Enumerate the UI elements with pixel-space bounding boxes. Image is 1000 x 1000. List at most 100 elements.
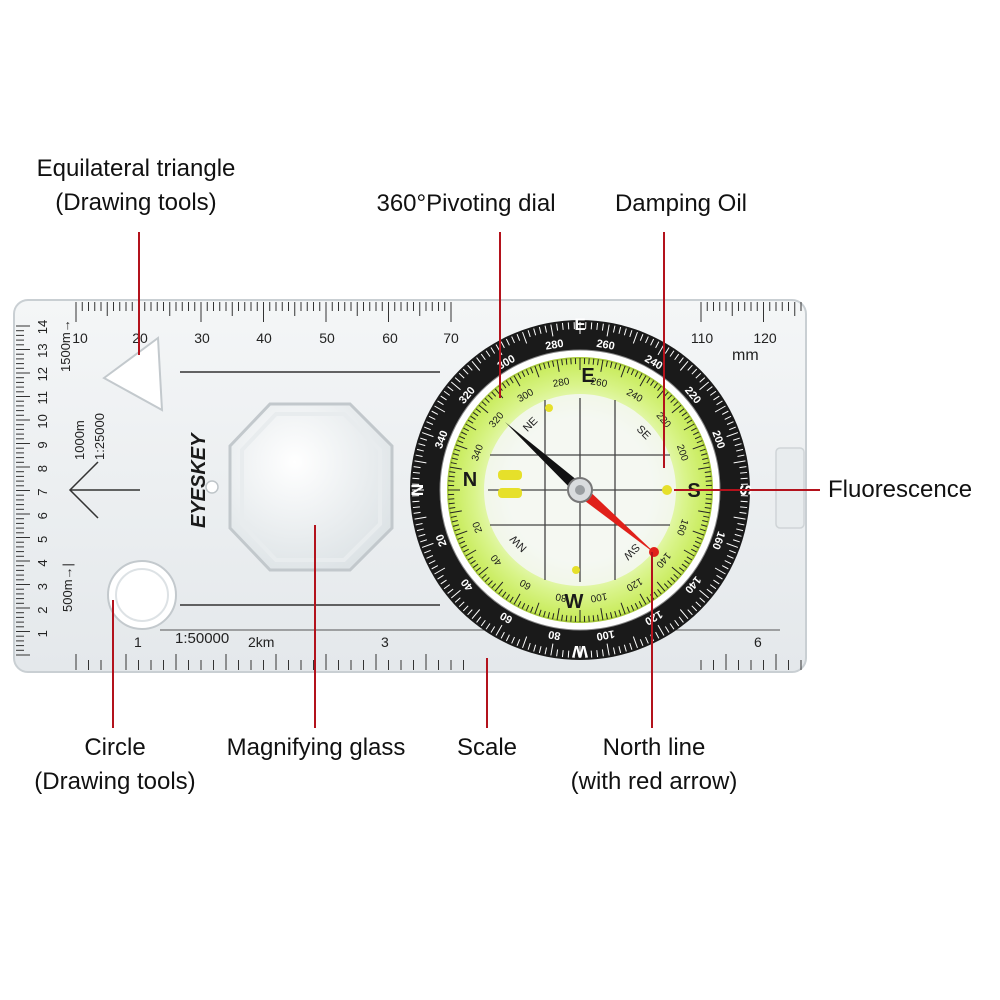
bezel-tick xyxy=(550,643,554,656)
bezel-tick xyxy=(544,647,548,655)
bezel-tick xyxy=(713,579,720,585)
bezel-tick xyxy=(533,328,537,336)
bezel-tick xyxy=(678,357,684,364)
dial-tick xyxy=(470,560,476,565)
dial-tick xyxy=(465,549,477,557)
dial-tick xyxy=(696,536,703,540)
bezel-tick xyxy=(734,533,742,537)
bezel-tick xyxy=(418,533,426,537)
dial-tick xyxy=(513,375,521,387)
triangle-cutout xyxy=(102,336,164,412)
dial-tick xyxy=(614,610,617,618)
bezel-tick xyxy=(732,539,740,543)
dial-tick xyxy=(454,528,461,532)
top-scale-numbers: 10203040506070110120 xyxy=(72,330,777,346)
dial-tick xyxy=(543,610,546,618)
dial-tick xyxy=(663,583,669,589)
bezel-tick xyxy=(467,609,473,616)
dial-tick xyxy=(481,401,487,407)
bezel-tick xyxy=(645,636,649,644)
dial-tick xyxy=(684,560,690,565)
dial-tick xyxy=(448,475,455,478)
bezel-tick xyxy=(561,650,564,658)
bezel-tick xyxy=(437,400,444,406)
bezel-tick xyxy=(623,328,627,336)
bezel-tick xyxy=(431,410,439,415)
dial-tick xyxy=(491,583,497,589)
bezel-tick xyxy=(476,357,482,364)
dial-tick xyxy=(605,360,608,367)
bezel-tick xyxy=(699,589,710,599)
bezel-tick xyxy=(462,605,469,612)
bezel-tick xyxy=(443,584,451,590)
dial-tick xyxy=(565,358,568,365)
dial-tick xyxy=(505,380,510,386)
bezel-tick xyxy=(699,381,710,391)
bezel-tick xyxy=(505,338,510,346)
dial-tick xyxy=(705,475,712,478)
bezel-tick xyxy=(596,650,599,658)
dial-tick xyxy=(534,365,540,378)
bezel-degree-label: 100 xyxy=(595,627,615,642)
dial-tick xyxy=(487,580,493,586)
dial-tick xyxy=(638,601,643,607)
bezel-tick xyxy=(629,330,633,338)
bezel-degree-label: 340 xyxy=(433,429,451,450)
dial-tick xyxy=(691,548,697,553)
dial-tick xyxy=(699,528,706,532)
bezel-tick xyxy=(623,644,627,652)
bezel-tick xyxy=(726,432,739,438)
dial-tick xyxy=(705,502,712,505)
dial-tick xyxy=(509,596,514,603)
bezel-tick xyxy=(420,539,428,543)
dial-tick xyxy=(692,530,705,536)
dial-tick xyxy=(634,603,639,609)
bezel-tick xyxy=(674,353,680,361)
bezel-tick xyxy=(538,326,542,334)
label-magnifier: Magnifying glass xyxy=(226,734,406,761)
left-scale-number: 5 xyxy=(35,536,50,543)
bezel-tick xyxy=(733,516,746,520)
dial-degree-label: 280 xyxy=(552,376,571,390)
dial-tick xyxy=(670,397,676,403)
bezel-degree-label: 20 xyxy=(434,532,449,548)
dial-tick xyxy=(481,573,487,579)
left-scale-number: 8 xyxy=(35,465,50,472)
bezel-tick xyxy=(428,560,436,565)
dial-tick xyxy=(467,556,474,561)
bezel-tick xyxy=(476,616,482,623)
dial-tick xyxy=(618,609,622,616)
bezel-tick xyxy=(544,325,548,333)
dial-tick xyxy=(478,566,489,576)
dial-tick xyxy=(556,608,560,621)
bezel-tick xyxy=(699,597,706,603)
dial-tick xyxy=(530,606,534,613)
dial-tick xyxy=(609,361,613,368)
brand-logo: EYESKEY xyxy=(188,432,210,528)
dial-degree-label: 160 xyxy=(674,517,690,537)
dial-tick xyxy=(678,408,685,413)
dial-tick xyxy=(683,423,695,431)
bezel-degree-label: 80 xyxy=(547,628,561,642)
bezel-tick xyxy=(480,619,486,627)
bezel-tick xyxy=(645,336,649,344)
dial-tick xyxy=(449,510,462,514)
dial-tick xyxy=(686,419,693,424)
dial-tick xyxy=(475,408,482,413)
bezel-tick xyxy=(485,623,491,630)
bezel-tick xyxy=(480,353,486,361)
bezel-tick xyxy=(716,400,723,406)
bezel-tick xyxy=(428,415,436,420)
dial-tick xyxy=(670,577,676,583)
direction-arrow-icon xyxy=(68,461,140,519)
dial-tick xyxy=(605,613,608,620)
dial-degree-label: 100 xyxy=(589,590,608,604)
dial-tick xyxy=(620,602,626,615)
label-triangle: Equilateral triangle (Drawing tools) xyxy=(20,152,252,220)
bezel-tick xyxy=(669,623,675,630)
circle-cutout-inner xyxy=(115,568,169,622)
needle-pivot-center xyxy=(575,485,585,495)
scale-1-50000: 1:50000 xyxy=(175,630,229,647)
dial-degree-label: 20 xyxy=(471,520,485,535)
